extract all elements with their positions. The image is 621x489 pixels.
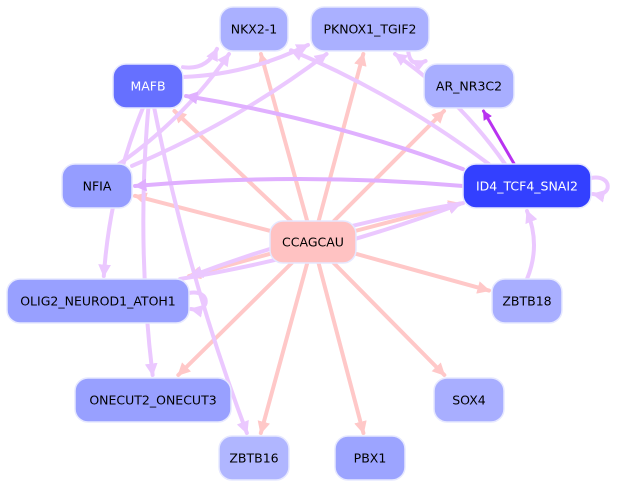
node-box[interactable]	[112, 63, 184, 109]
node-label: SOX4	[452, 393, 486, 408]
node-box[interactable]	[423, 63, 515, 109]
edge-id4_tcf4_snai2-to-nfia	[133, 177, 465, 192]
node-label: ZBTB16	[229, 451, 278, 466]
edge-id4_tcf4_snai2-to-ar_nr3c2	[482, 109, 516, 166]
edge-ccagcau-to-onecut2_onecut3	[176, 261, 294, 377]
edge-ccagcau-to-sox4	[331, 261, 447, 377]
node-label: OLIG2_NEUROD1_ATOH1	[20, 294, 176, 309]
node-label: NFIA	[83, 179, 112, 194]
edges-layer	[98, 42, 610, 435]
node-label: AR_NR3C2	[436, 79, 502, 94]
node-sox4[interactable]: SOX4	[433, 377, 505, 423]
node-onecut2_onecut3[interactable]: ONECUT2_ONECUT3	[74, 377, 232, 423]
edge-nfia-to-pknox1_tgif2	[130, 52, 329, 168]
edge-ccagcau-to-nkx2-1	[257, 52, 310, 223]
edge-id4_tcf4_snai2-to-nkx2-1	[289, 48, 491, 166]
node-label: ID4_TCF4_SNAI2	[476, 179, 578, 194]
node-id4_tcf4_snai2[interactable]: ID4_TCF4_SNAI2	[462, 163, 592, 209]
node-pknox1_tgif2[interactable]: PKNOX1_TGIF2	[310, 6, 430, 52]
node-box[interactable]	[218, 435, 290, 481]
edge-olig2_neurod1_atoh1-to-olig2_neurod1_atoh1	[187, 290, 208, 318]
node-box[interactable]	[61, 163, 133, 209]
edge-nfia-to-nkx2-1	[117, 52, 231, 166]
edge-ccagcau-to-mafb	[172, 109, 293, 223]
edge-pknox1_tgif2-to-ar_nr3c2	[406, 49, 428, 72]
node-box[interactable]	[491, 278, 563, 324]
node-box[interactable]	[6, 278, 190, 324]
node-pbx1[interactable]: PBX1	[334, 435, 406, 481]
edge-ccagcau-to-zbtb18	[354, 251, 491, 294]
node-label: PKNOX1_TGIF2	[323, 22, 416, 37]
node-olig2_neurod1_atoh1[interactable]: OLIG2_NEUROD1_ATOH1	[6, 278, 190, 324]
node-box[interactable]	[433, 377, 505, 423]
node-label: ONECUT2_ONECUT3	[89, 393, 216, 408]
node-zbtb16[interactable]: ZBTB16	[218, 435, 290, 481]
edge-ccagcau-to-pbx1	[316, 261, 367, 435]
edge-mafb-to-nkx2-1	[181, 46, 219, 70]
node-label: CCAGCAU	[282, 235, 344, 250]
edge-ccagcau-to-ar_nr3c2	[332, 109, 446, 223]
node-ccagcau[interactable]: CCAGCAU	[269, 220, 357, 264]
node-label: ZBTB18	[502, 294, 551, 309]
node-box[interactable]	[219, 6, 289, 52]
node-label: NKX2-1	[231, 22, 278, 37]
node-box[interactable]	[310, 6, 430, 52]
edge-ccagcau-to-nfia	[133, 192, 272, 233]
node-mafb[interactable]: MAFB	[112, 63, 184, 109]
edge-ccagcau-to-zbtb16	[257, 261, 310, 435]
edge-id4_tcf4_snai2-to-mafb	[184, 91, 465, 172]
node-box[interactable]	[462, 163, 592, 209]
node-label: PBX1	[354, 451, 387, 466]
node-box[interactable]	[334, 435, 406, 481]
edge-zbtb18-to-id4_tcf4_snai2	[525, 209, 538, 281]
node-nfia[interactable]: NFIA	[61, 163, 133, 209]
node-box[interactable]	[74, 377, 232, 423]
node-ar_nr3c2[interactable]: AR_NR3C2	[423, 63, 515, 109]
edge-id4_tcf4_snai2-to-id4_tcf4_snai2	[589, 175, 610, 203]
node-nkx2-1[interactable]: NKX2-1	[219, 6, 289, 52]
edge-mafb-to-onecut2_onecut3	[141, 106, 158, 377]
node-label: MAFB	[130, 79, 165, 94]
node-zbtb18[interactable]: ZBTB18	[491, 278, 563, 324]
node-box[interactable]	[269, 220, 357, 264]
